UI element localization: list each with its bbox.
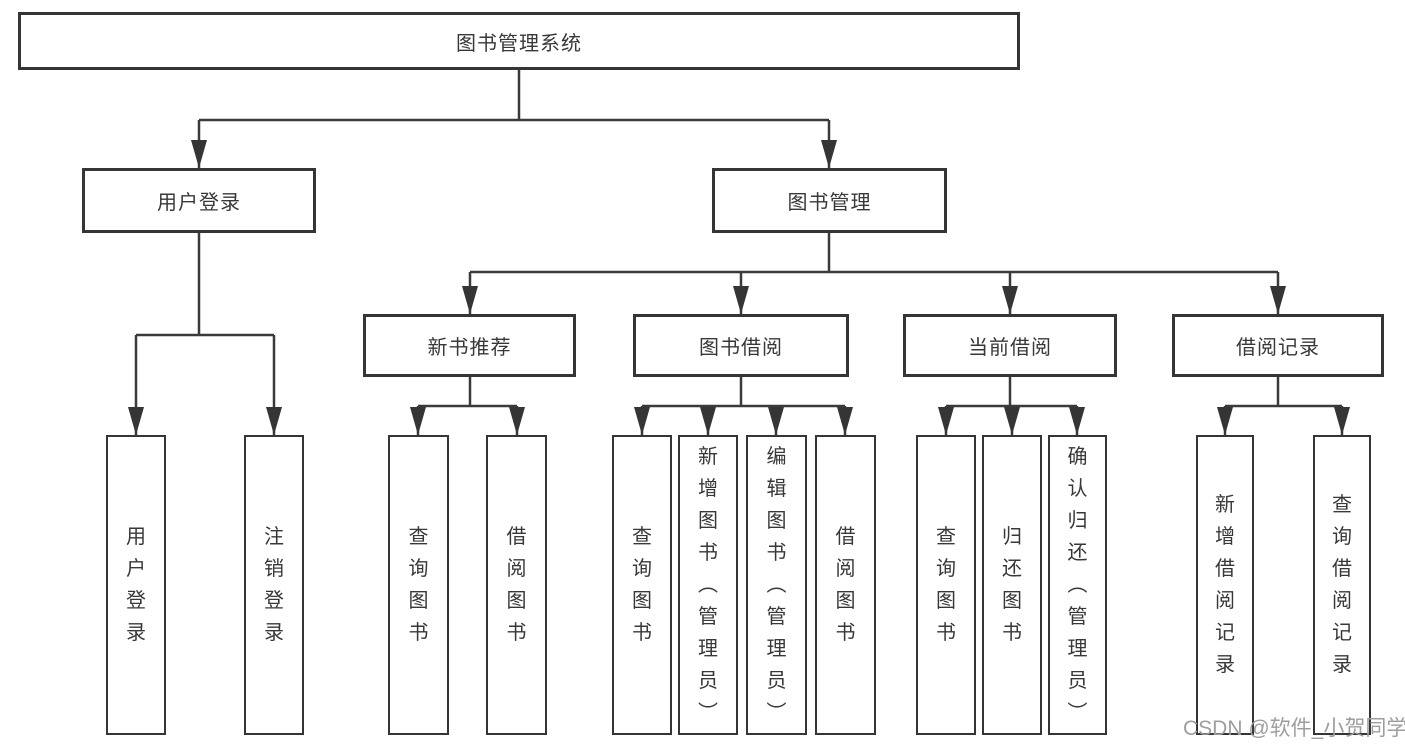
node-label: 借阅图书: [506, 526, 527, 644]
leaf-edit-books-admin: 编辑图书︵管理员︶: [746, 435, 807, 735]
leaf-return-books: 归还图书: [982, 435, 1042, 735]
node-label: 用户登录: [157, 192, 241, 214]
node-borrowing-records: 借阅记录: [1172, 314, 1384, 377]
node-label: 注销登录: [264, 526, 284, 644]
leaf-query-books-newrec: 查询图书: [388, 435, 449, 735]
node-label: 新增借阅记录: [1215, 494, 1235, 676]
node-library-system: 图书管理系统: [18, 12, 1020, 70]
connector-root-trunk: [199, 70, 829, 122]
leaf-query-books-current: 查询图书: [916, 435, 976, 735]
node-label: 当前借阅: [968, 337, 1052, 359]
csdn-watermark: CSDN @软件_小贺同学: [1183, 717, 1405, 740]
node-label: 确认归还︵管理员︶: [1067, 446, 1088, 724]
node-user-login: 用户登录: [82, 168, 316, 233]
leaf-borrow-books: 借阅图书: [815, 435, 876, 735]
leaf-user-login: 用户登录: [106, 435, 166, 735]
node-label: 新增图书︵管理员︶: [698, 446, 718, 724]
leaf-borrow-books-newrec: 借阅图书: [486, 435, 547, 735]
node-label: 图书管理系统: [456, 32, 582, 55]
node-label: 借阅图书: [835, 526, 856, 644]
connector-records-trunk: [1225, 377, 1342, 408]
node-label: 查询图书: [936, 526, 956, 644]
node-label: 归还图书: [1002, 526, 1022, 644]
node-book-management: 图书管理: [712, 168, 947, 233]
node-label: 新书推荐: [427, 337, 512, 359]
leaf-add-books-admin: 新增图书︵管理员︶: [678, 435, 738, 735]
connector-current-trunk: [946, 377, 1077, 408]
node-current-borrowing: 当前借阅: [903, 314, 1117, 377]
connector-bookmgmt-trunk: [470, 233, 1278, 274]
connector-newrec-trunk: [418, 377, 517, 408]
node-new-book-recommendation: 新书推荐: [363, 314, 576, 377]
leaf-add-borrow-record: 新增借阅记录: [1196, 435, 1254, 735]
node-label: 用户登录: [126, 526, 146, 644]
leaf-query-borrow-record: 查询借阅记录: [1313, 435, 1371, 735]
connector-userlogin-trunk: [136, 233, 274, 337]
leaf-confirm-return-admin: 确认归还︵管理员︶: [1048, 435, 1107, 735]
node-label: 查询借阅记录: [1332, 494, 1352, 676]
node-book-borrowing: 图书借阅: [633, 314, 849, 377]
node-label: 图书借阅: [699, 337, 783, 359]
connector-borrow-trunk: [642, 377, 845, 408]
node-label: 借阅记录: [1236, 337, 1320, 359]
leaf-query-books-borrow: 查询图书: [612, 435, 672, 735]
node-label: 查询图书: [408, 526, 429, 644]
node-label: 图书管理: [787, 192, 872, 214]
leaf-logout: 注销登录: [244, 435, 304, 735]
node-label: 查询图书: [632, 526, 652, 644]
node-label: 编辑图书︵管理员︶: [766, 446, 787, 724]
